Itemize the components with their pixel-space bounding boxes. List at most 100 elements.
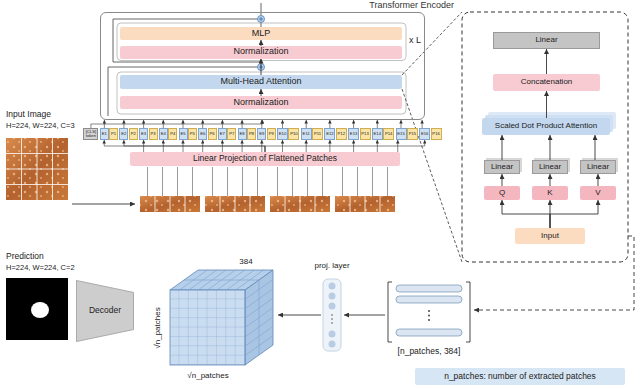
flow-arrow [344,315,385,316]
proj-layer [323,279,341,351]
position-embedding: P4 [168,128,177,140]
connector [242,140,243,152]
patch-line [148,167,388,196]
norm-box: Normalization [120,46,402,59]
qkv-box: Q [484,186,520,200]
token-vector [396,296,462,303]
zoom-line [402,12,462,262]
patch-embedding: E1 [100,128,109,140]
polyp-region [31,302,49,318]
note-box: n_patches: number of extracted patches [415,368,625,385]
label-holder: √n_patches [154,307,163,348]
connector [123,120,124,128]
flow-arrow [72,204,135,205]
patch-embedding: E8 [238,128,247,140]
connector [546,49,547,74]
label-holder: [n_patches, 384] [398,347,461,356]
projection-box: Linear Projection of Flattened Patches [130,152,400,166]
position-embedding: P16 [431,128,442,140]
connector [502,135,503,160]
connector [422,120,423,128]
box-label: E9 [259,132,264,136]
box-label: P12 [338,132,345,136]
token-vector [396,329,462,336]
position-embedding: P6 [208,128,217,140]
box-label: E10 [279,132,286,136]
attention-box: Multi-Head Attention [120,75,402,89]
box-label: P14 [385,132,392,136]
connector [143,140,144,152]
box-label: P2 [131,132,136,136]
box-label: E14 [374,132,381,136]
connector [104,140,265,152]
label-holder: Input Image [6,110,51,119]
box-label: Decoder [89,306,121,315]
label-holder: Prediction [6,252,44,261]
box-label: P9 [269,132,274,136]
box-label: P10 [290,132,297,136]
position-embedding: P15 [407,128,418,140]
connector [124,140,265,152]
box-label: E12 [326,132,333,136]
attention-box: Scaled Dot Product Attention [482,118,610,135]
connector [550,200,598,228]
connector [595,135,596,160]
box-label: Linear [535,36,557,45]
position-embedding: P3 [149,128,158,140]
box-label: E2 [121,132,126,136]
patch-embedding: E15 [396,128,407,140]
connector [502,174,503,186]
text-label: 384 [239,258,252,267]
linear-box: Linear [484,160,520,174]
patch-embedding: E12 [324,128,335,140]
output-arrow [474,236,634,310]
text-label: H=224, W=224, C=2 [6,264,75,272]
neuron [329,331,336,338]
patch-embedding: E9 [257,128,266,140]
flow-line [261,3,262,27]
ellipsis-dot [428,315,430,317]
box-label: Input [541,232,559,241]
label-holder: H=224, W=224, C=3 [6,122,75,130]
box-label: E15 [397,132,404,136]
connector [222,120,223,128]
position-embedding: P14 [383,128,394,140]
patch-embedding: E6 [198,128,207,140]
box-label: E13 [350,132,357,136]
block-title: Transformer Encoder [369,1,454,11]
patch-embedding: E14 [372,128,383,140]
text-label: proj. layer [314,262,349,271]
position-embedding: P10 [288,128,299,140]
connector [143,120,144,128]
position-embedding: P11 [312,128,323,140]
patch-grid [6,138,68,200]
connector [502,200,550,228]
box-label: P1 [111,132,116,136]
norm-box: Normalization [120,96,402,109]
box-label: P13 [361,132,368,136]
connector [163,120,164,128]
neuron [329,341,336,348]
box-label: P7 [229,132,234,136]
connector [261,140,262,152]
box-label: P5 [190,132,195,136]
strip-gap [200,195,205,213]
concat-box: Concatenation [493,74,600,91]
patch-embedding: E13 [348,128,359,140]
ellipsis-dot [331,318,333,320]
box-label: P15 [409,132,416,136]
patch-embedding: E7 [218,128,227,140]
strip-gap [330,195,335,213]
endoscopy-image [6,138,68,200]
linear-box: Linear [493,32,600,49]
box-label: Normalization [233,47,288,57]
sublayer-frame [117,23,406,61]
patch-embedding: E4 [159,128,168,140]
box-label: P4 [170,132,175,136]
flow-arrow [278,315,321,316]
box-label: Linear Projection of Flattened Patches [193,154,337,163]
text-label: H=224, W=224, C=3 [6,122,75,130]
position-embedding: P2 [129,128,138,140]
detail-panel [462,12,628,262]
position-embedding: P12 [336,128,347,140]
